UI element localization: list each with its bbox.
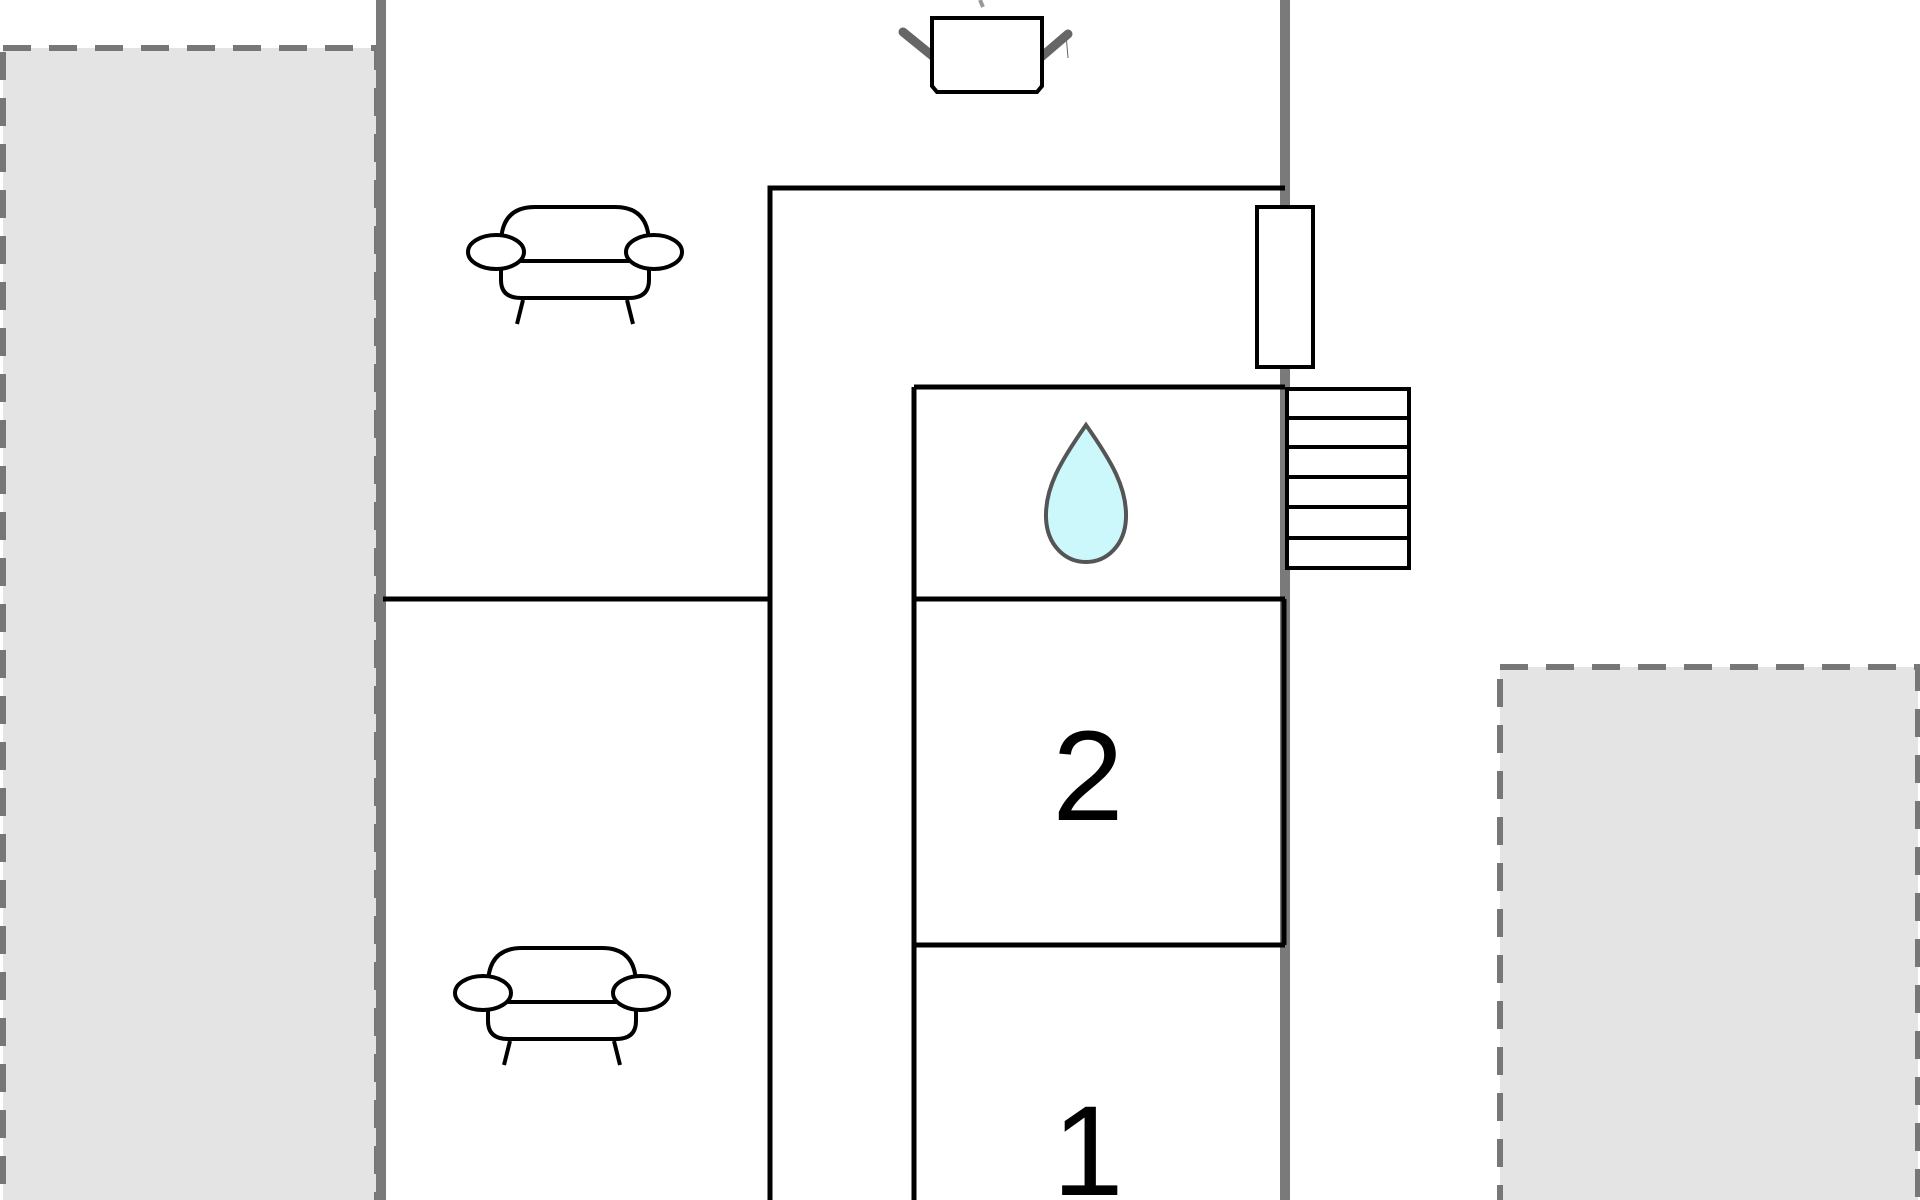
- door-icon: [1255, 205, 1315, 369]
- sofa-icon: [453, 946, 671, 1066]
- neighbor-area-right: [1497, 664, 1920, 1200]
- room-1-label: 1: [1052, 1080, 1123, 1200]
- neighbor-area-left: [0, 45, 380, 1200]
- table-icon: [898, 0, 1073, 94]
- stairs-icon: [1285, 387, 1411, 570]
- water-drop-icon: [1043, 421, 1129, 565]
- sofa-icon: [466, 205, 684, 325]
- room-2-label: 2: [1052, 705, 1123, 848]
- wall-corridor: [767, 185, 1285, 1200]
